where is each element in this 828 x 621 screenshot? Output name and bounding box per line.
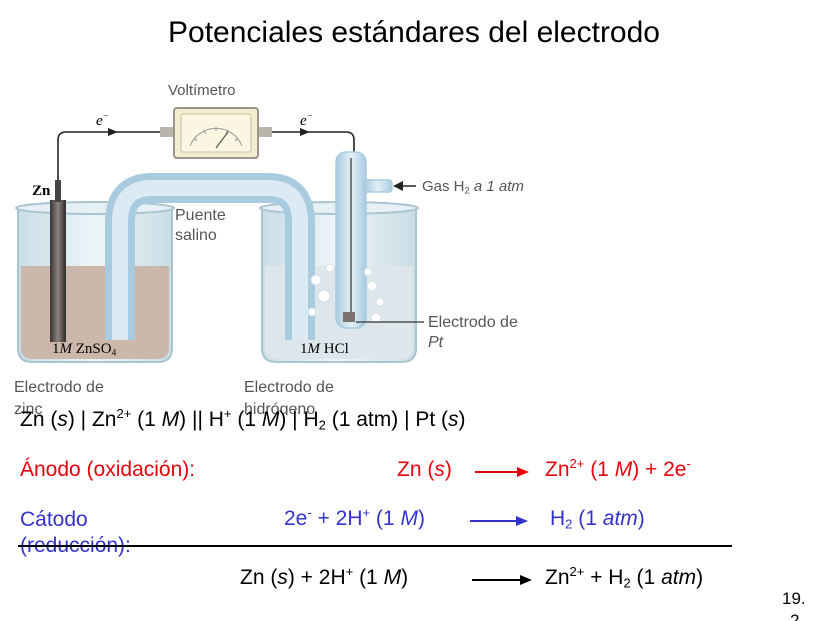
zinc-rod (50, 200, 66, 342)
page-number: 19.2 (782, 589, 806, 621)
cathode-reactant: 2e- + 2H+ (1 M) (284, 504, 425, 530)
voltmeter-label: Voltímetro (168, 82, 236, 99)
page-title: Potenciales estándares del electrodo (168, 16, 660, 49)
anode-label: Ánodo (oxidación): (20, 458, 196, 481)
anode-reactant: Zn (s) (397, 458, 452, 481)
wire-left (57, 131, 172, 180)
electron-label-left: e− (96, 112, 109, 129)
electron-arrow-right (300, 128, 310, 136)
anode-arrow (475, 467, 529, 477)
wire-right (262, 131, 355, 158)
electron-arrow-left (108, 128, 118, 136)
anode-product: Zn2+ (1 M) + 2e- (545, 455, 691, 481)
left-solution-label: 1M ZnSO4 (52, 341, 117, 359)
left-beaker (15, 201, 175, 363)
cell-notation: Zn (s) | Zn2+ (1 M) || H+ (1 M) | H2 (1 … (20, 405, 466, 433)
electron-label-right: e− (300, 112, 313, 129)
cathode-arrow (470, 516, 528, 526)
overall-arrow (472, 575, 532, 585)
hydrogen-electrode-tube (335, 151, 393, 329)
hydrogen-bubbles (307, 263, 385, 324)
reaction-divider (18, 545, 732, 547)
right-solution-label: 1M HCl (300, 341, 349, 357)
zinc-label: Zn (32, 183, 51, 199)
overall-products: Zn2+ + H2 (1 atm) (545, 563, 704, 591)
overall-reactants: Zn (s) + 2H+ (1 M) (240, 563, 409, 589)
gas-label: Gas H2 a 1 atm (422, 178, 524, 196)
voltmeter (160, 107, 272, 159)
cathode-label: Cátodo(reducción): (20, 508, 131, 557)
cathode-product: H2 (1 atm) (550, 507, 645, 532)
gas-arrow (393, 181, 403, 191)
